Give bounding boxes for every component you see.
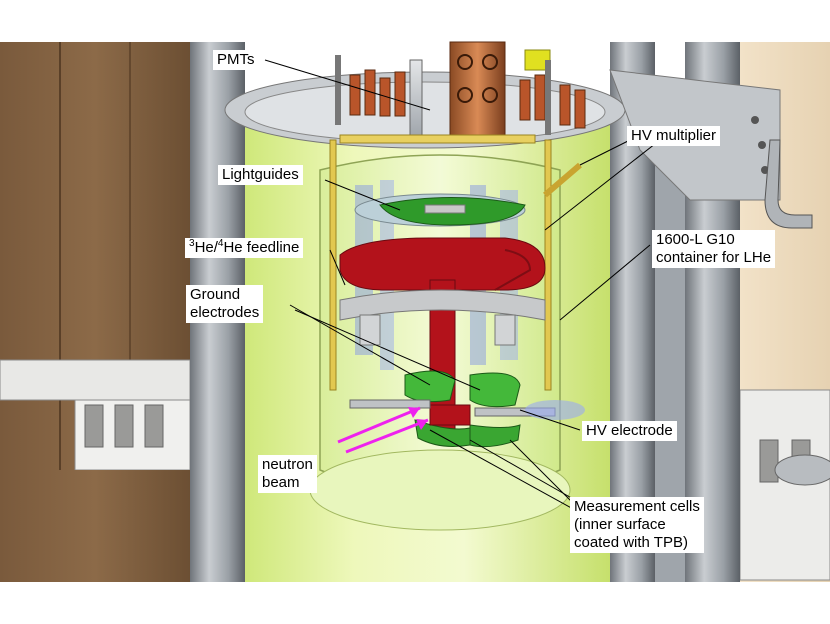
label-cells-line3: coated with TPB) xyxy=(574,534,688,551)
label-neutron-line1: neutron xyxy=(262,456,313,473)
feedline-superscript-4: 4 xyxy=(217,238,224,249)
label-pmts: PMTs xyxy=(213,50,259,70)
label-feedline: 3He/4He feedline xyxy=(185,238,304,258)
label-container: 1600-L G10 container for LHe xyxy=(652,230,776,268)
feedline-superscript-3: 3 xyxy=(189,238,195,249)
label-cells-line1: Measurement cells xyxy=(574,498,700,515)
label-measurement-cells: Measurement cells (inner surface coated … xyxy=(570,497,704,553)
label-ground-electrodes: Ground electrodes xyxy=(186,285,264,323)
label-lightguides: Lightguides xyxy=(218,165,303,185)
label-container-line1: 1600-L G10 xyxy=(656,231,735,248)
label-container-line2: container for LHe xyxy=(656,249,772,266)
label-cells-line2: (inner surface xyxy=(574,516,666,533)
label-ground-line1: Ground xyxy=(190,286,241,303)
label-hv-multiplier: HV multiplier xyxy=(627,126,721,146)
label-ground-line2: electrodes xyxy=(190,304,260,321)
label-hv-electrode: HV electrode xyxy=(582,421,677,441)
label-neutron-beam: neutron beam xyxy=(258,455,317,493)
label-neutron-line2: beam xyxy=(262,474,300,491)
